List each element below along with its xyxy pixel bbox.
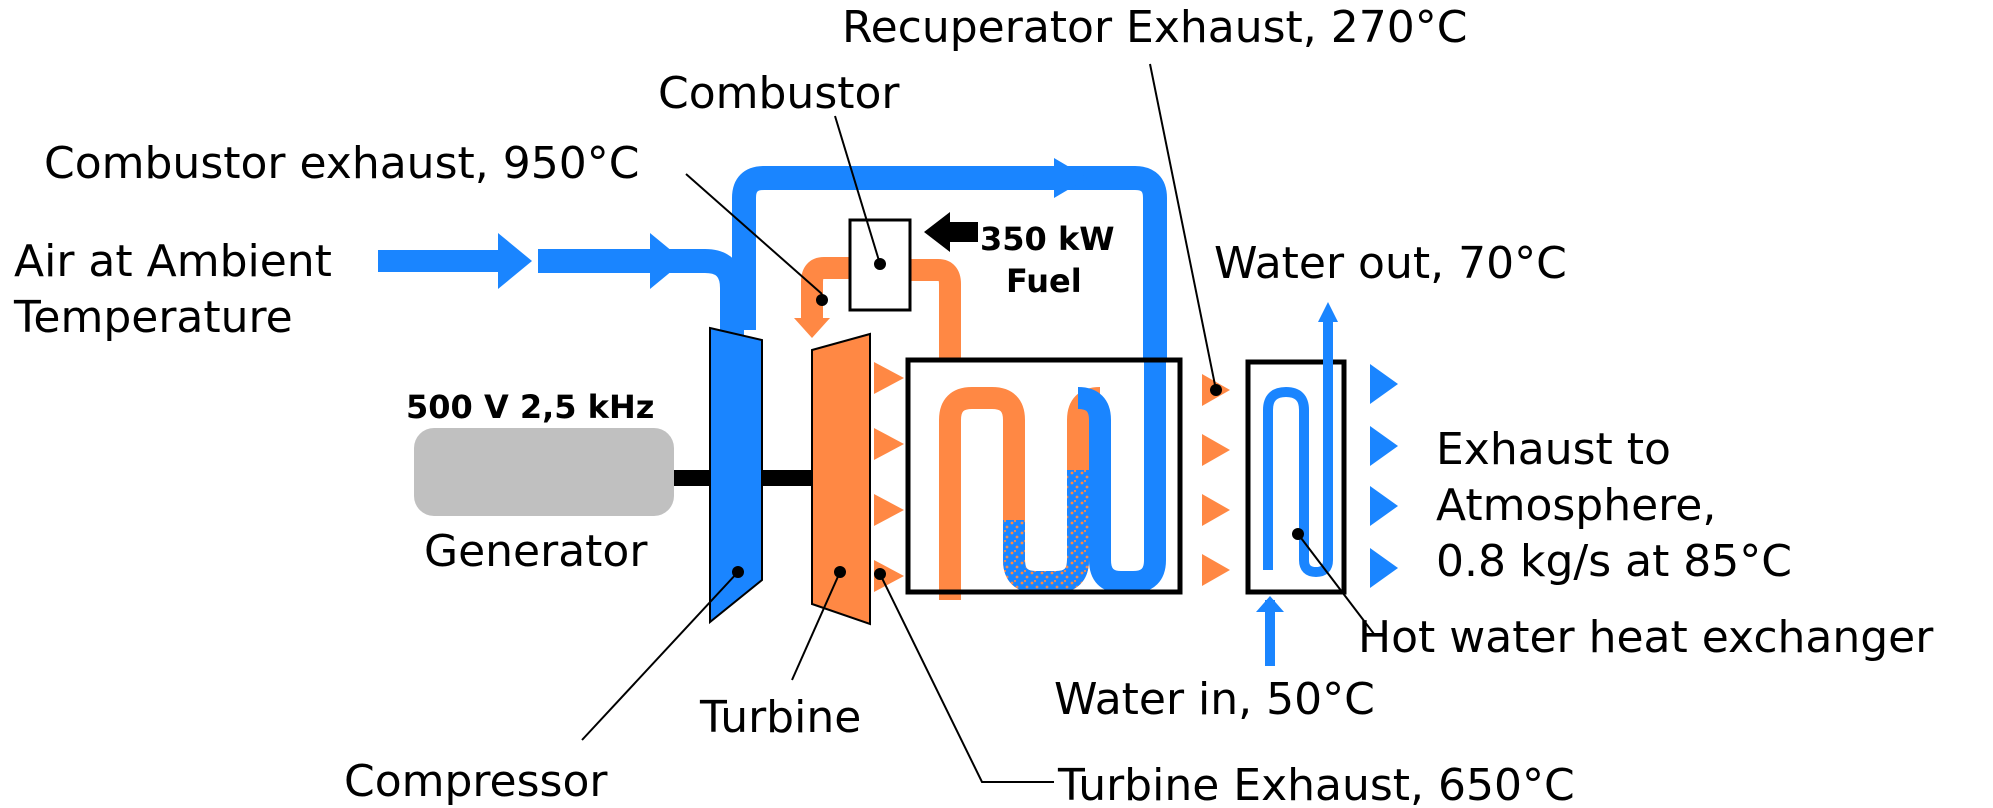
turbine-exhaust-arrows <box>874 362 904 592</box>
compressor-label: Compressor <box>344 756 608 807</box>
recuperator-exhaust-label: Recuperator Exhaust, 270°C <box>842 2 1467 53</box>
generator <box>414 428 674 516</box>
turbine-label: Turbine <box>699 692 861 743</box>
fuel-label-line2: Fuel <box>1006 262 1082 300</box>
air-label-line1: Air at Ambient <box>14 236 332 287</box>
exhaust-label-line2: Atmosphere, <box>1436 480 1716 531</box>
leader-lines <box>581 63 1375 783</box>
turbine-exhaust-label: Turbine Exhaust, 650°C <box>1057 760 1575 808</box>
compressor <box>709 326 763 625</box>
generator-label: Generator <box>424 526 648 577</box>
voltage-label: 500 V 2,5 kHz <box>406 388 654 426</box>
combustor-hot-path <box>794 257 961 600</box>
water-out-label: Water out, 70°C <box>1214 238 1567 289</box>
atmosphere-exhaust-arrows <box>1370 364 1398 588</box>
air-label-line2: Temperature <box>13 292 293 343</box>
exhaust-label-line1: Exhaust to <box>1436 424 1671 475</box>
hot-water-heat-exchanger <box>1245 302 1347 666</box>
air-inlet-flow <box>378 233 744 340</box>
exhaust-label-line3: 0.8 kg/s at 85°C <box>1436 536 1792 587</box>
recuperator-exhaust-arrows <box>1202 374 1230 586</box>
fuel-label-line1: 350 kW <box>980 220 1115 258</box>
fuel-arrow <box>924 212 978 252</box>
combustor-exhaust-marker <box>816 294 828 306</box>
hot-water-hx-label: Hot water heat exchanger <box>1358 612 1934 663</box>
recuperator <box>905 357 1183 595</box>
water-in-label: Water in, 50°C <box>1054 674 1375 725</box>
combustor-label: Combustor <box>658 68 900 119</box>
combustor-exhaust-label: Combustor exhaust, 950°C <box>44 138 639 189</box>
turbine <box>811 332 871 626</box>
compressed-air-loop <box>732 158 1167 362</box>
